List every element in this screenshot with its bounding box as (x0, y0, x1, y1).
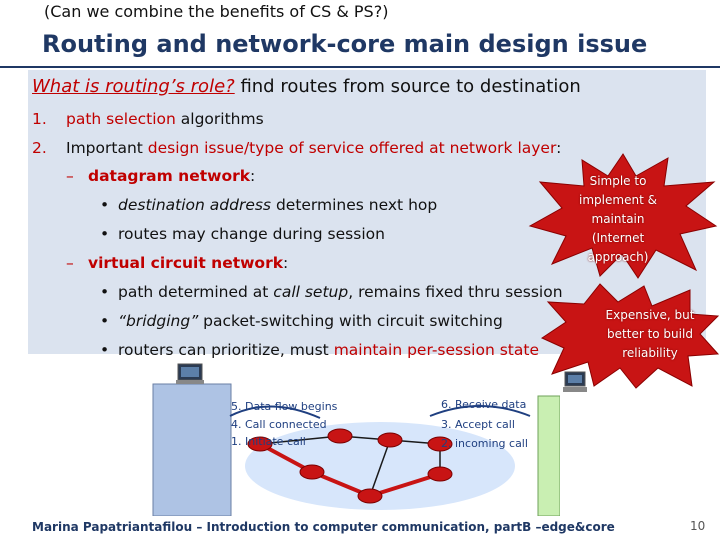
bullet-text: routers can prioritize, must (118, 341, 334, 359)
dash-marker: – (66, 254, 74, 272)
router-icon (299, 464, 325, 480)
bullet-text: path determined at (118, 283, 274, 301)
datagram-heading: –datagram network: (66, 167, 255, 185)
burst-line: better to build (607, 327, 693, 341)
list-number: 1. (32, 110, 47, 128)
bullet: • (100, 341, 110, 359)
left-step-4: 4. Call connected (231, 418, 327, 431)
router-icon (427, 466, 453, 482)
left-step-1: 1. Initiate call (231, 435, 306, 448)
burst-line: reliability (622, 346, 678, 360)
virtual-circuit-label: virtual circuit network (88, 254, 284, 272)
bullet-text: packet-switching with circuit switching (198, 312, 503, 330)
right-step-2: 2. incoming call (441, 437, 528, 450)
colon: : (250, 167, 256, 185)
destination-address-term: destination address (118, 196, 272, 214)
title-divider (0, 66, 720, 68)
bullet-text: , remains fixed thru session (348, 283, 563, 301)
list-number: 2. (32, 139, 47, 157)
burst-line: approach) (587, 250, 649, 264)
starburst-virtual-circuit-text: Expensive, but better to build reliabili… (590, 306, 710, 363)
router-icon (327, 428, 353, 444)
page-number: 10 (690, 519, 706, 533)
left-step-5: 5. Data flow begins (231, 400, 338, 413)
footer-text: Marina Papatriantafilou – Introduction t… (32, 520, 615, 534)
bullet: • (100, 312, 110, 330)
router-icon (247, 436, 273, 452)
call-setup-term: call setup (273, 283, 349, 301)
burst-line: Expensive, but (605, 308, 695, 322)
host-left (152, 383, 232, 516)
router-icon (427, 436, 453, 452)
dash-marker: – (66, 167, 74, 185)
list-item-2: 2. Important design issue/type of service… (32, 139, 561, 157)
path-selection-term: path selection (66, 110, 176, 128)
virtual-bullet-2: • “bridging” packet-switching with circui… (100, 312, 503, 330)
design-issue-term: design issue/type of service offered at … (147, 139, 557, 157)
datagram-bullet-1: • destination address determines next hop (100, 196, 437, 214)
datagram-label: datagram network (88, 167, 251, 185)
computer-left-icon (176, 363, 204, 384)
burst-line: Simple to (589, 174, 647, 188)
host-right (537, 395, 560, 516)
question-answer: find routes from source to destination (240, 76, 581, 97)
starburst-virtual-circuit (540, 283, 720, 389)
slide-subtitle: (Can we combine the benefits of CS & PS?… (44, 2, 389, 21)
computer-right-icon (563, 371, 587, 392)
list-item-text: Important (66, 139, 148, 157)
burst-line: (Internet (591, 231, 645, 245)
routers (247, 428, 453, 504)
question-text: What is routing’s role? (32, 76, 235, 97)
virtual-bullet-1: • path determined at call setup, remains … (100, 283, 563, 301)
virtual-circuit-diagram (152, 363, 560, 516)
virtual-circuit-heading: –virtual circuit network: (66, 254, 288, 272)
list-item-text: algorithms (175, 110, 264, 128)
bullet: • (100, 283, 110, 301)
bullet-text: determines next hop (271, 196, 438, 214)
bridging-term: “bridging” (118, 312, 199, 330)
starburst-datagram-text: Simple to implement & maintain (Internet… (556, 172, 680, 267)
right-step-6: 6. Receive data (441, 398, 527, 411)
datagram-bullet-2: • routes may change during session (100, 225, 385, 243)
slide-title: Routing and network-core main design iss… (42, 30, 648, 58)
router-icon (377, 432, 403, 448)
circuit-path (259, 442, 441, 499)
per-session-state-term: maintain per-session state (333, 341, 539, 359)
virtual-bullet-3: • routers can prioritize, must maintain p… (100, 341, 539, 359)
bullet-text: routes may change during session (118, 225, 385, 243)
right-step-3: 3. Accept call (441, 418, 515, 431)
question-line: What is routing’s role? find routes from… (32, 76, 581, 97)
router-icon (357, 488, 383, 504)
burst-line: implement & (579, 193, 657, 207)
colon: : (283, 254, 289, 272)
starburst-datagram (528, 153, 718, 279)
burst-line: maintain (591, 212, 645, 226)
bullet: • (100, 225, 110, 243)
signal-arrows (229, 405, 531, 419)
list-item-text: : (556, 139, 562, 157)
list-item-1: 1. path selection algorithms (32, 110, 264, 128)
bullet: • (100, 196, 110, 214)
